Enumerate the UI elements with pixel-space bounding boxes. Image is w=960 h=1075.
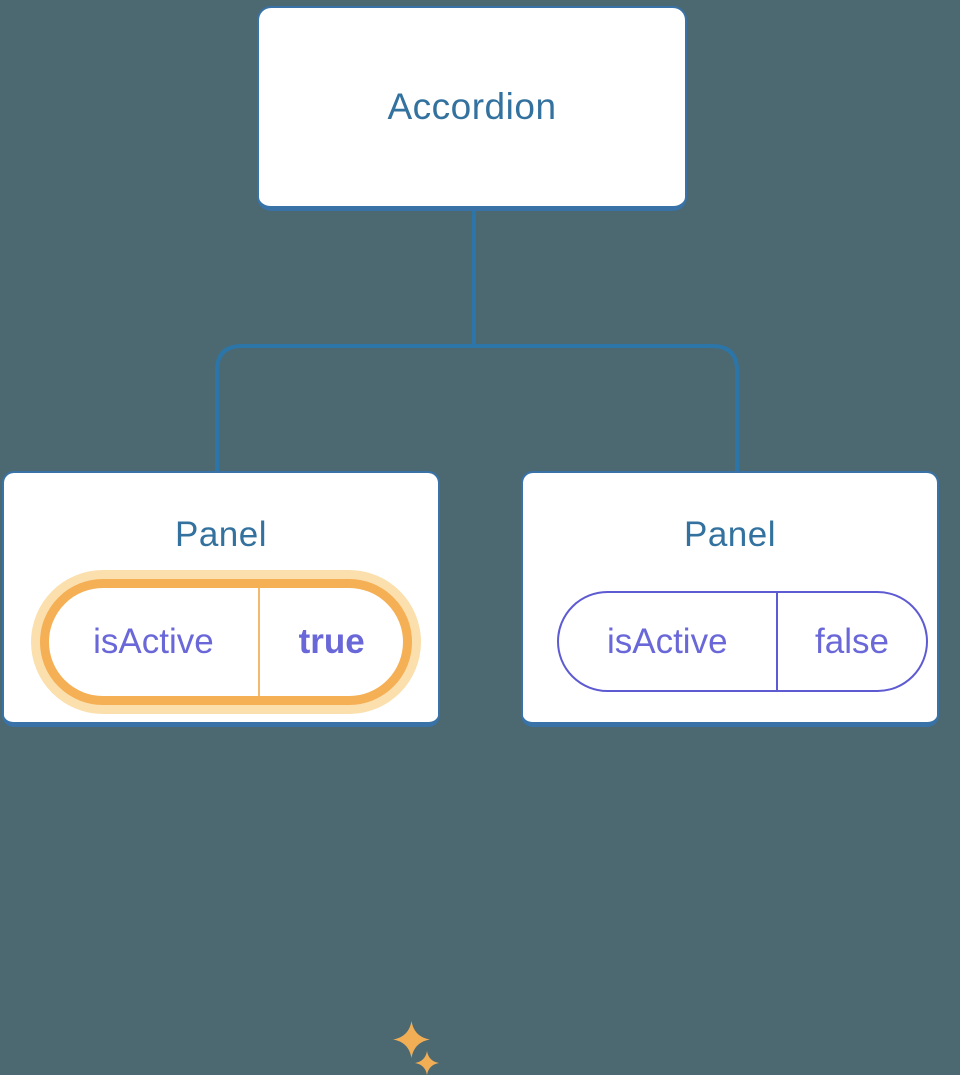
accordion-label: Accordion — [387, 86, 557, 127]
state-value: false — [815, 621, 889, 661]
state-pill-active: isActive true — [40, 579, 412, 705]
pill-divider — [257, 588, 261, 696]
sparkle-icon — [415, 1051, 439, 1075]
panel-label: Panel — [174, 515, 268, 554]
state-value: true — [298, 622, 365, 661]
component-tree-diagram: Accordion Panel isActive true Panel isAc… — [2, 6, 939, 1075]
panel-node-inactive: Panel isActive false — [521, 471, 939, 727]
panel-label: Panel — [683, 515, 777, 554]
tree-connector-lines — [215, 209, 739, 472]
connector-bracket — [215, 344, 739, 472]
state-pill-inactive: isActive false — [557, 591, 928, 692]
panel-node-active: Panel isActive true — [2, 471, 440, 1075]
pill-divider — [775, 593, 779, 690]
accordion-node: Accordion — [257, 6, 687, 211]
state-key: isActive — [93, 622, 214, 661]
state-key: isActive — [606, 621, 728, 661]
